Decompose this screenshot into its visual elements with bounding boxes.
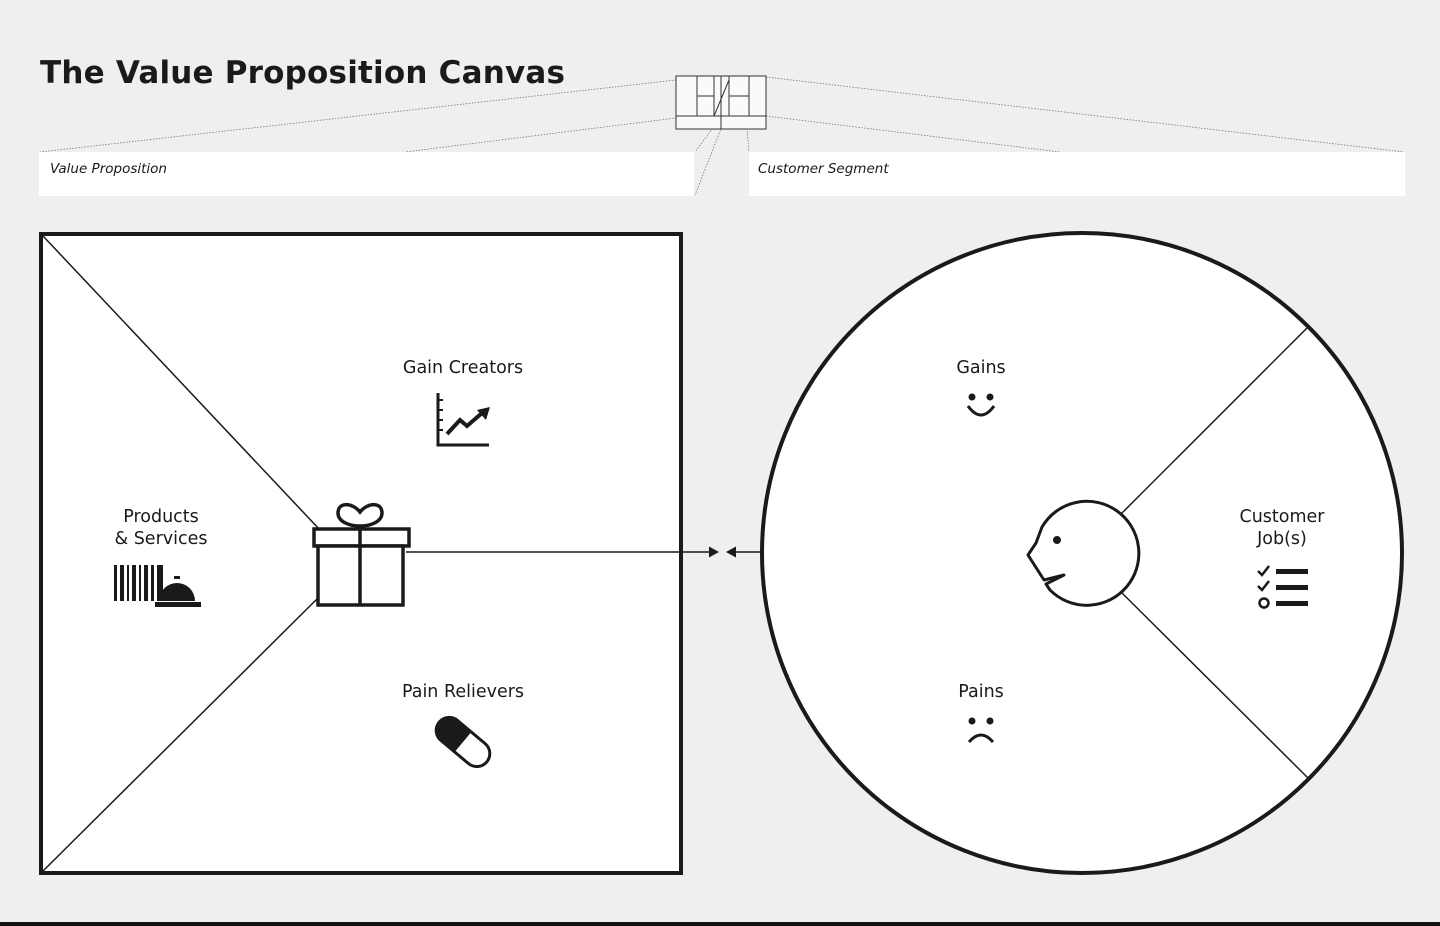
- pain-relievers-label: Pain Relievers: [402, 682, 524, 702]
- pains-label: Pains: [958, 682, 1004, 702]
- products-services-label-line1: Products: [123, 507, 199, 527]
- customer-jobs-label-line1: Customer: [1239, 507, 1325, 527]
- rising-chart-icon: [436, 393, 490, 447]
- canvas-thumbnail-icon: [675, 75, 767, 130]
- gain-creators-label: Gain Creators: [403, 358, 523, 378]
- frown-icon: [967, 717, 995, 744]
- value-proposition-field[interactable]: Value Proposition: [39, 152, 694, 196]
- barcode-and-service-bell-icon: [114, 565, 201, 607]
- customer-segment-label: Customer Segment: [758, 161, 889, 177]
- customer-segment-field[interactable]: Customer Segment: [749, 152, 1405, 196]
- bottom-border: [0, 922, 1440, 926]
- value-proposition-label: Value Proposition: [50, 161, 167, 177]
- customer-jobs-label-line2: Job(s): [1256, 529, 1307, 549]
- customer-face-icon: [1026, 499, 1141, 607]
- checklist-icon: [1257, 565, 1308, 609]
- smile-icon: [966, 393, 996, 417]
- pill-icon: [434, 715, 492, 769]
- gift-icon: [312, 502, 411, 607]
- products-services-label-line2: & Services: [114, 529, 207, 549]
- page-title: The Value Proposition Canvas: [40, 55, 565, 91]
- gains-label: Gains: [956, 358, 1005, 378]
